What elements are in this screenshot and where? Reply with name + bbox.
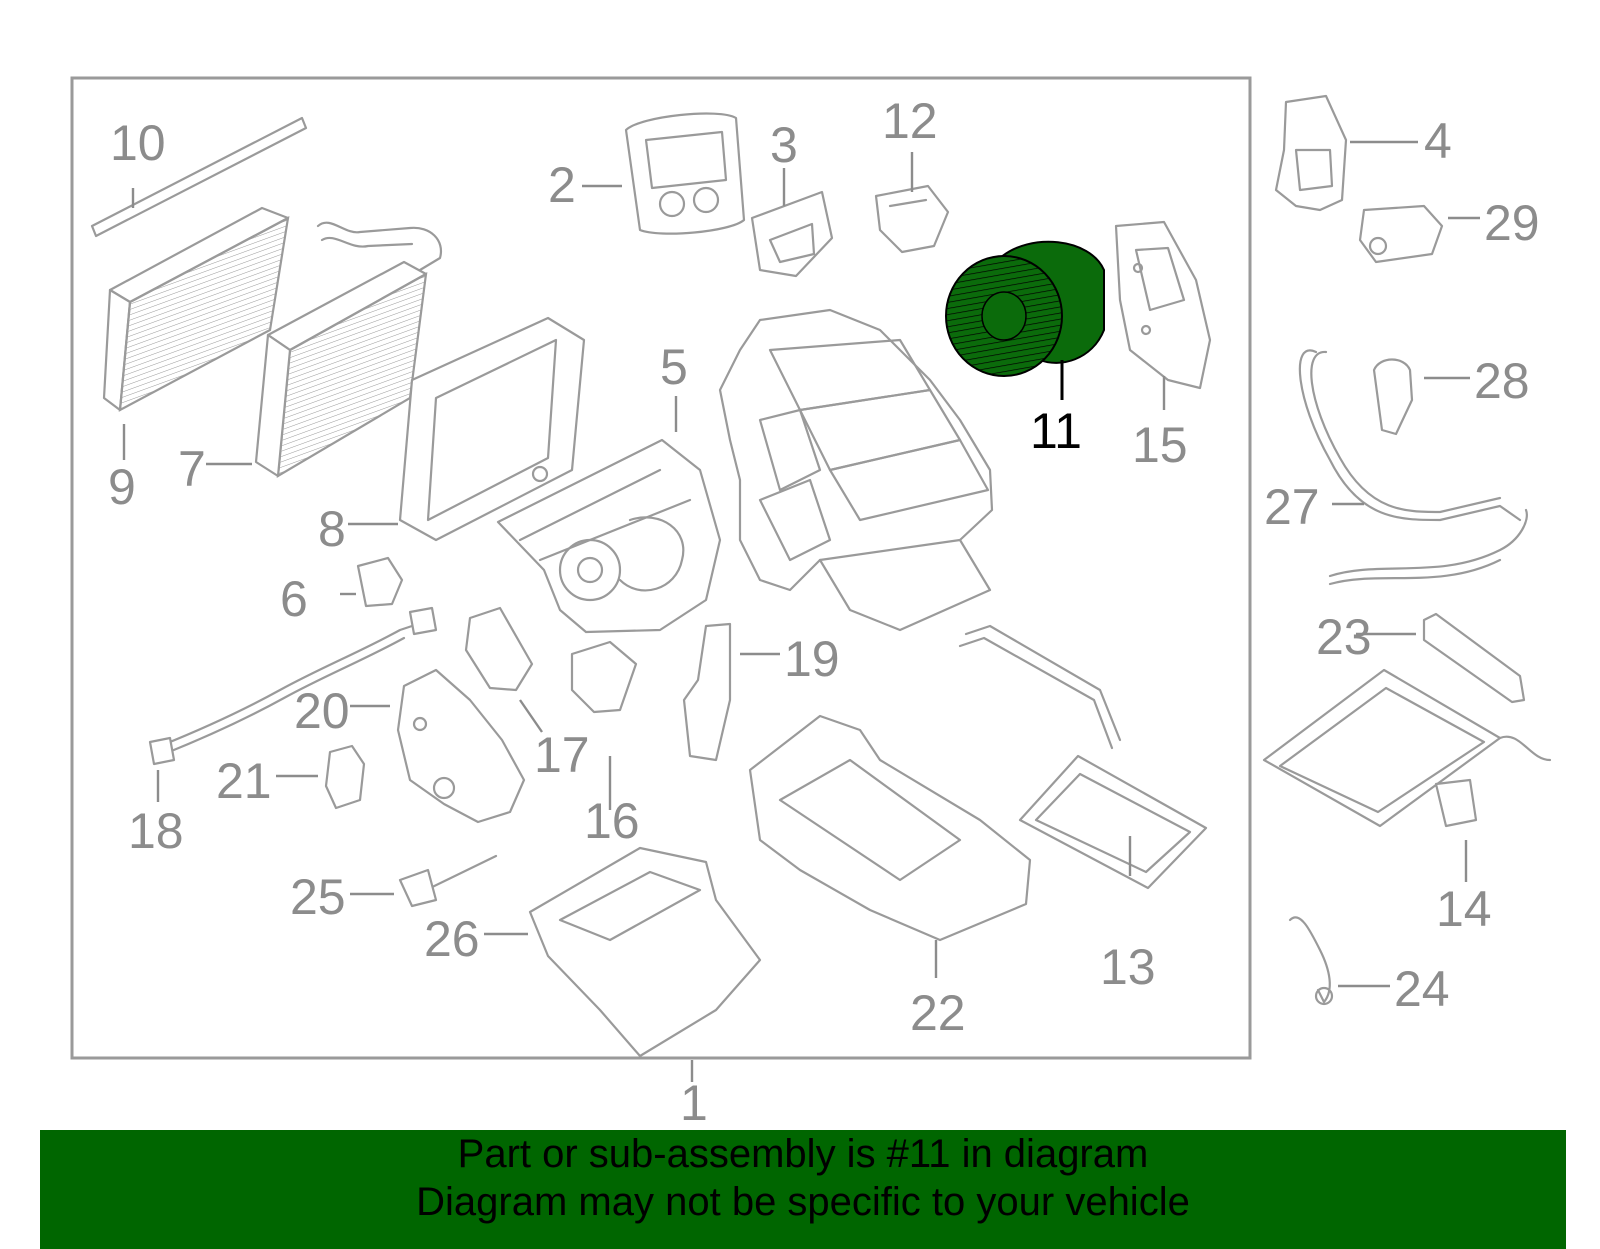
part-16-resistor	[570, 640, 638, 714]
part-18-wire-harness	[148, 606, 438, 766]
callout-17: 17	[534, 727, 590, 783]
part-8-heater-frame	[398, 316, 586, 542]
callout-24: 24	[1394, 961, 1450, 1017]
part-29-sensor	[1358, 204, 1444, 264]
banner-line-part-number: Part or sub-assembly is #11 in diagram	[457, 1132, 1149, 1176]
part-4-duct	[1274, 94, 1348, 212]
callout-12: 12	[882, 93, 938, 149]
callout-18: 18	[128, 803, 184, 859]
part-24-clip	[1288, 916, 1334, 1006]
callout-10: 10	[110, 115, 166, 171]
leader-lines	[122, 140, 1480, 1082]
part-26-housing	[528, 846, 762, 1058]
callout-14: 14	[1436, 881, 1492, 937]
callout-26: 26	[424, 911, 480, 967]
callout-8: 8	[318, 501, 346, 557]
callout-6: 6	[280, 571, 308, 627]
part-28-connector	[1372, 358, 1414, 436]
assembly-frame	[70, 76, 1252, 1060]
callout-22: 22	[910, 985, 966, 1041]
part-17-module	[464, 606, 534, 692]
part-6-sensor	[356, 556, 404, 608]
callout-28: 28	[1474, 353, 1530, 409]
callout-7: 7	[178, 441, 206, 497]
callout-20: 20	[294, 683, 350, 739]
part-19-door-lever	[682, 622, 732, 762]
callout-23: 23	[1316, 609, 1372, 665]
part-2-control-bezel	[624, 112, 746, 235]
part-25-sensor-probe	[398, 854, 498, 908]
part-3-bracket	[750, 190, 834, 278]
info-banner: Part or sub-assembly is #11 in diagram D…	[40, 1130, 1566, 1249]
callout-21: 21	[216, 753, 272, 809]
hvac-case-center	[718, 308, 994, 632]
callout-11-highlighted: 11	[1030, 403, 1082, 459]
part-14-heater-core	[1262, 668, 1552, 828]
part-20-actuator	[396, 668, 526, 824]
part-22-lower-case	[748, 714, 1032, 942]
callout-3: 3	[770, 117, 798, 173]
callout-1: 1	[680, 1075, 708, 1131]
callout-9: 9	[108, 459, 136, 515]
part-9-cabin-filter	[102, 206, 290, 412]
callout-29: 29	[1484, 195, 1540, 251]
callout-16: 16	[584, 793, 640, 849]
part-27-hose	[1298, 349, 1528, 586]
part-7-evaporator	[254, 221, 443, 479]
part-12-actuator	[874, 184, 950, 254]
callout-19: 19	[784, 631, 840, 687]
callout-2: 2	[548, 157, 576, 213]
callout-15: 15	[1132, 417, 1188, 473]
part-23-strip	[1422, 612, 1526, 704]
part-10-seal-strip	[90, 116, 308, 238]
callout-4: 4	[1424, 113, 1452, 169]
callout-25: 25	[290, 869, 346, 925]
banner-line-disclaimer: Diagram may not be specific to your vehi…	[416, 1180, 1190, 1224]
callout-13: 13	[1100, 939, 1156, 995]
callout-27: 27	[1264, 479, 1320, 535]
part-11-blower-motor-highlighted	[945, 240, 1105, 377]
callout-5: 5	[660, 339, 688, 395]
part-21-switch	[324, 744, 366, 810]
part-13-heater-core	[958, 624, 1208, 890]
callout-labels: 10 2 3 12 4 29 5 28 11 15 7 9 27 8 6 23 …	[108, 93, 1540, 1131]
part-15-cover-panel	[1114, 220, 1212, 390]
part-5-blower-housing	[496, 438, 722, 634]
